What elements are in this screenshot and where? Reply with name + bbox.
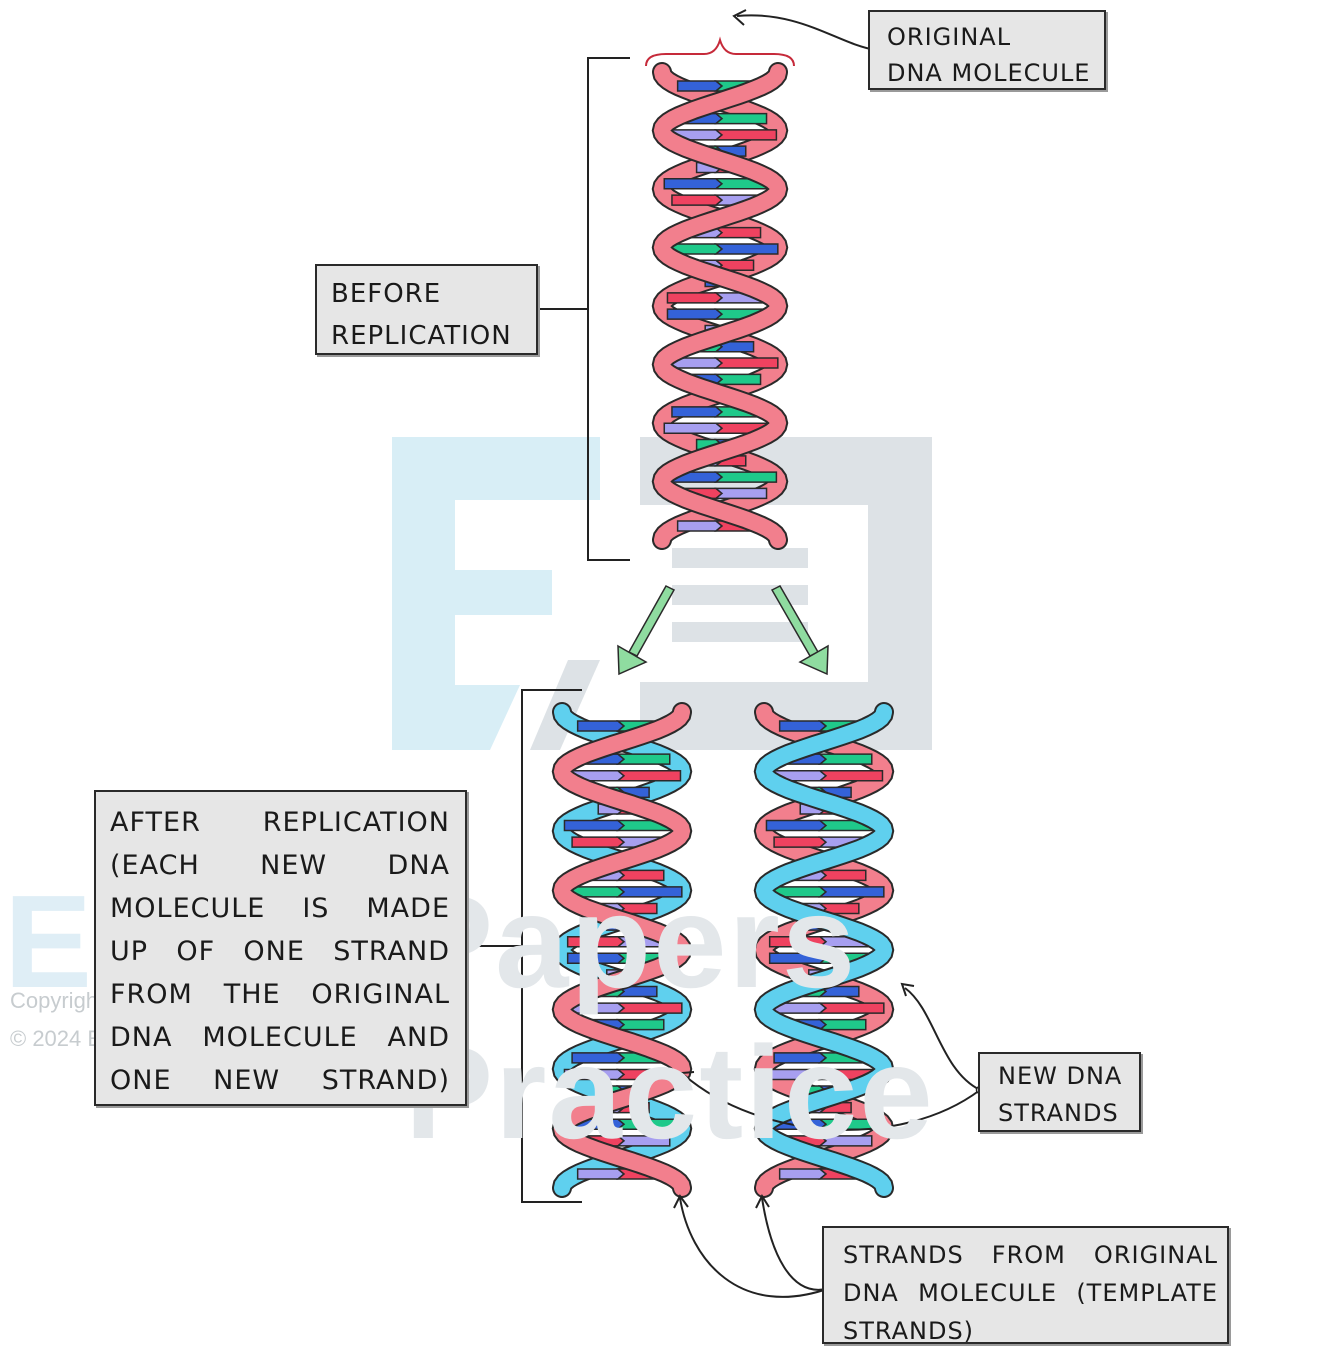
label-line: FROM THE ORIGINAL (110, 979, 450, 1010)
label-before-replication: BEFORE REPLICATION (315, 264, 538, 355)
dna-strand (653, 64, 787, 548)
base-right (817, 1135, 873, 1147)
base-left (666, 292, 724, 304)
base-left (666, 308, 724, 320)
base-right (713, 112, 768, 125)
base-right (615, 1002, 683, 1014)
base-right (615, 753, 671, 765)
template-strands-pointers (673, 1193, 835, 1298)
base-left (576, 720, 626, 732)
base-left (671, 406, 724, 418)
before-bracket (538, 57, 630, 561)
original-dna-helix (651, 62, 789, 550)
label-line: DNA MOLECULE (TEMPLATE (843, 1279, 1218, 1307)
base-right (817, 886, 885, 898)
label-line: UP OF ONE STRAND (110, 936, 450, 967)
label-line: MOLECULE IS MADE (110, 893, 450, 924)
dna-strand (755, 704, 893, 1196)
replication-arrow-right (770, 585, 829, 676)
base-left (773, 836, 828, 848)
base-left (778, 720, 828, 732)
after-bracket (467, 689, 582, 1203)
dna-strand (755, 704, 893, 1196)
base-left (576, 1168, 626, 1180)
base-left (765, 819, 828, 832)
base-right (713, 129, 778, 141)
base-right (615, 1135, 671, 1147)
label-line: STRANDS (998, 1099, 1119, 1127)
label-line: DNA MOLECULE (887, 59, 1091, 87)
base-right (817, 753, 873, 765)
base-right (713, 471, 778, 483)
base-right (817, 1002, 885, 1014)
original-molecule-brace (645, 36, 795, 67)
label-original-dna-molecule: ORIGINAL DNA MOLECULE (868, 10, 1106, 90)
base-left (778, 1168, 828, 1180)
label-line: STRANDS FROM ORIGINAL (843, 1241, 1218, 1269)
base-right (615, 770, 682, 782)
dna-strand (553, 704, 691, 1196)
base-right (713, 357, 779, 369)
base-right (713, 487, 768, 500)
base-left (676, 80, 724, 92)
original-pointer (736, 14, 877, 51)
label-line: DNA MOLECULE AND (110, 1022, 450, 1053)
replication-arrow-left (617, 585, 676, 676)
base-right (713, 226, 762, 239)
label-line: ORIGINAL (887, 23, 1012, 51)
dna-strand (653, 64, 787, 548)
label-line: NEW DNA (998, 1062, 1123, 1090)
label-after-replication: AFTER REPLICATION (EACH NEW DNA MOLECULE… (94, 790, 467, 1106)
label-line: ONE NEW STRAND) (110, 1065, 450, 1096)
label-line: AFTER REPLICATION (110, 807, 450, 838)
base-left (563, 819, 626, 832)
base-left (663, 178, 724, 190)
base-right (713, 373, 762, 386)
base-right (615, 886, 683, 898)
daughter-dna-helix-right (753, 702, 895, 1198)
base-left (663, 422, 724, 434)
base-left (571, 836, 626, 848)
label-new-dna-strands: NEW DNA STRANDS (978, 1052, 1141, 1132)
base-left (671, 194, 724, 206)
base-left (676, 520, 724, 532)
label-line: BEFORE (331, 279, 442, 309)
label-template-strands: STRANDS FROM ORIGINAL DNA MOLECULE (TEMP… (822, 1226, 1229, 1345)
base-right (817, 770, 884, 782)
label-line: REPLICATION (331, 321, 512, 351)
base-right (713, 243, 779, 255)
label-line: (EACH NEW DNA (110, 850, 450, 881)
daughter-dna-helix-left (551, 702, 693, 1198)
watermark-papers-practice: Papers Practice (405, 868, 935, 1166)
base-right (615, 1118, 682, 1130)
label-line: STRANDS) (843, 1317, 975, 1345)
watermark-copyright: Copyright (10, 988, 105, 1013)
dna-strand (553, 704, 691, 1196)
